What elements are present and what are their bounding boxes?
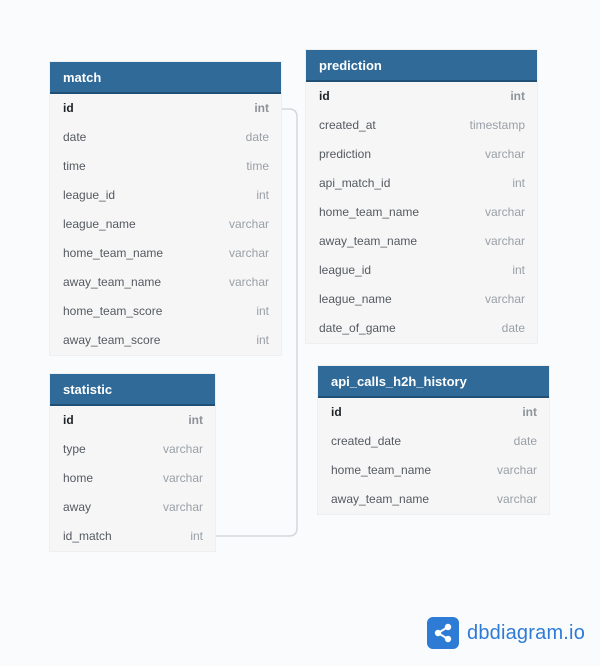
- field-type: varchar: [496, 492, 537, 506]
- field-type: varchar: [162, 500, 203, 514]
- field-row[interactable]: home_team_name varchar: [318, 456, 549, 485]
- field-name: league_id: [63, 188, 116, 202]
- field-row[interactable]: away varchar: [50, 493, 215, 522]
- field-row[interactable]: away_team_name varchar: [318, 485, 549, 514]
- field-name: home_team_name: [63, 246, 164, 260]
- field-row[interactable]: time time: [50, 152, 281, 181]
- field-type: date: [513, 434, 537, 448]
- field-name: league_name: [319, 292, 392, 306]
- field-type: varchar: [228, 246, 269, 260]
- dbdiagram-brand-link[interactable]: dbdiagram.io: [427, 617, 585, 649]
- field-name: id: [319, 89, 330, 103]
- field-row[interactable]: home varchar: [50, 464, 215, 493]
- field-row[interactable]: home_team_score int: [50, 297, 281, 326]
- field-type: varchar: [484, 292, 525, 306]
- field-name: created_at: [319, 118, 376, 132]
- field-name: created_date: [331, 434, 402, 448]
- field-row[interactable]: away_team_score int: [50, 326, 281, 355]
- table-prediction[interactable]: prediction id int created_at timestamp pre…: [306, 50, 537, 343]
- field-row[interactable]: date date: [50, 123, 281, 152]
- table-header[interactable]: prediction: [306, 50, 537, 82]
- field-name: home_team_name: [331, 463, 432, 477]
- field-type: varchar: [496, 463, 537, 477]
- field-type: int: [254, 101, 269, 115]
- relationship-match-statistic: [215, 108, 298, 537]
- field-type: int: [512, 263, 525, 277]
- field-name: away_team_name: [331, 492, 430, 506]
- field-type: varchar: [484, 147, 525, 161]
- field-row[interactable]: league_name varchar: [306, 285, 537, 314]
- field-name: date_of_game: [319, 321, 396, 335]
- field-name: id_match: [63, 529, 112, 543]
- field-name: id: [63, 413, 74, 427]
- field-type: varchar: [162, 471, 203, 485]
- field-name: home_team_name: [319, 205, 420, 219]
- field-name: away: [63, 500, 92, 514]
- field-type: varchar: [484, 234, 525, 248]
- field-row[interactable]: home_team_name varchar: [306, 198, 537, 227]
- field-row[interactable]: home_team_name varchar: [50, 239, 281, 268]
- field-name: id: [63, 101, 74, 115]
- field-row[interactable]: date_of_game date: [306, 314, 537, 343]
- field-name: league_id: [319, 263, 372, 277]
- field-row[interactable]: league_id int: [306, 256, 537, 285]
- field-type: date: [501, 321, 525, 335]
- field-type: date: [245, 130, 269, 144]
- field-row[interactable]: id_match int: [50, 522, 215, 551]
- field-row[interactable]: league_name varchar: [50, 210, 281, 239]
- field-name: api_match_id: [319, 176, 391, 190]
- field-type: int: [512, 176, 525, 190]
- field-type: varchar: [484, 205, 525, 219]
- field-name: away_team_name: [319, 234, 418, 248]
- field-type: int: [256, 188, 269, 202]
- field-type: int: [522, 405, 537, 419]
- field-type: varchar: [228, 217, 269, 231]
- table-header[interactable]: match: [50, 62, 281, 94]
- field-name: league_name: [63, 217, 136, 231]
- field-row[interactable]: id int: [318, 398, 549, 427]
- table-header[interactable]: statistic: [50, 374, 215, 406]
- field-row[interactable]: created_at timestamp: [306, 111, 537, 140]
- field-name: away_team_score: [63, 333, 161, 347]
- field-type: int: [510, 89, 525, 103]
- field-type: int: [256, 304, 269, 318]
- field-name: home: [63, 471, 94, 485]
- field-name: home_team_score: [63, 304, 163, 318]
- field-row[interactable]: type varchar: [50, 435, 215, 464]
- field-row[interactable]: created_date date: [318, 427, 549, 456]
- field-type: varchar: [162, 442, 203, 456]
- table-api-calls-h2h-history[interactable]: api_calls_h2h_history id int created_date…: [318, 366, 549, 514]
- field-row[interactable]: id int: [306, 82, 537, 111]
- field-name: away_team_name: [63, 275, 162, 289]
- brand-name: dbdiagram.io: [467, 621, 586, 644]
- field-name: id: [331, 405, 342, 419]
- field-row[interactable]: id int: [50, 406, 215, 435]
- field-type: time: [246, 159, 269, 173]
- field-name: date: [63, 130, 87, 144]
- field-type: timestamp: [469, 118, 525, 132]
- field-type: int: [190, 529, 203, 543]
- field-name: prediction: [319, 147, 372, 161]
- field-row[interactable]: away_team_name varchar: [50, 268, 281, 297]
- field-row[interactable]: id int: [50, 94, 281, 123]
- table-header[interactable]: api_calls_h2h_history: [318, 366, 549, 398]
- share-nodes-icon: [427, 617, 459, 649]
- field-type: int: [256, 333, 269, 347]
- field-row[interactable]: prediction varchar: [306, 140, 537, 169]
- field-row[interactable]: away_team_name varchar: [306, 227, 537, 256]
- field-row[interactable]: league_id int: [50, 181, 281, 210]
- field-name: type: [63, 442, 86, 456]
- field-name: time: [63, 159, 86, 173]
- field-type: int: [188, 413, 203, 427]
- field-type: varchar: [228, 275, 269, 289]
- field-row[interactable]: api_match_id int: [306, 169, 537, 198]
